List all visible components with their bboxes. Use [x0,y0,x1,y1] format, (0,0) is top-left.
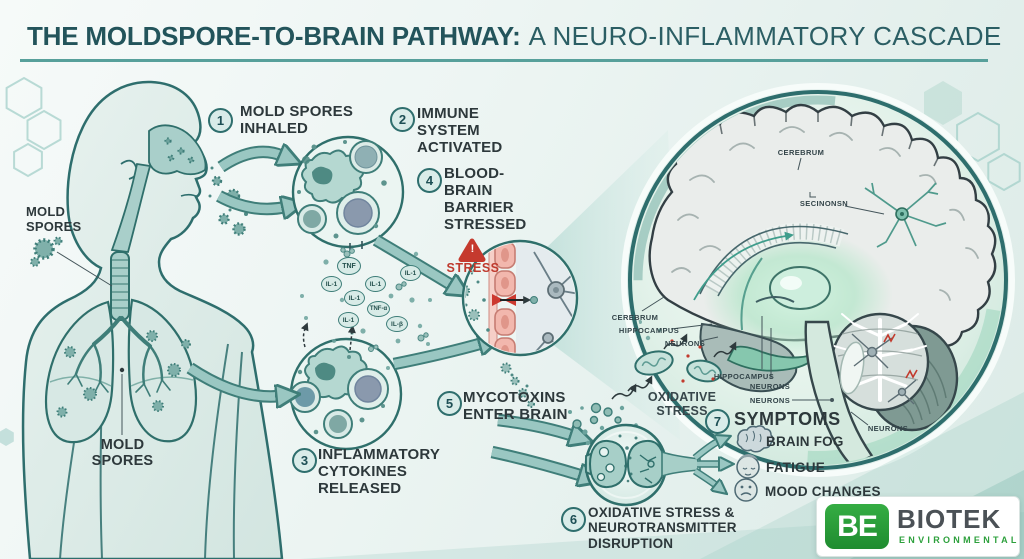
cytokine-bubble: IL-1 [321,276,342,292]
step-number: 7 [713,414,722,429]
oxidative-stress-label: OXIDATIVE STRESS [647,390,717,419]
cytokine-bubble: IL-1 [365,276,386,292]
brain-label-cerebrum-left: CEREBRUM [611,313,659,322]
mold-spores-side-label: MOLD SPORES [26,204,82,234]
brain-label-neurons-mid: NEURONS [749,382,791,391]
mold-spores-lungs-label: MOLD SPORES [91,437,154,470]
page-title: THE MOLDSPORE-TO-BRAIN PATHWAY:A NEURO-I… [27,21,1002,52]
title-rest: A NEURO-INFLAMMATORY CASCADE [528,21,1002,51]
brain-label-lines [641,157,885,426]
logo-tagline: ENVIRONMENTAL [899,535,1020,545]
inhale-arrows [216,152,286,209]
step-number: 3 [300,453,309,468]
step-label-2: IMMUNE SYSTEM ACTIVATED [417,105,503,156]
spore-icon [56,330,191,418]
neuron-icon [864,182,947,248]
brain-label-neurons-brainstem: NEURONS [749,396,791,405]
postsynaptic-terminal [626,439,666,489]
biotek-logo: BE BIOTEK ENVIRONMENTAL [816,496,1020,557]
cytokine-bubble: IL-β [386,316,408,332]
step-marker-5: 5 [437,391,462,416]
step-number: 6 [569,512,578,527]
brain-label-neurons-top: SECINONSN [799,199,849,208]
brain-label-cerebrum-top: CEREBRUM [777,148,825,157]
step-marker-4: 4 [417,168,442,193]
brain-label-hippocampus-mid: HIPPOCAMPUS [713,372,775,381]
brain-label-neurons-right: NEURONS [867,424,909,433]
spore-icon [30,236,63,267]
title-underline [20,59,988,62]
mitochondria-icon [634,333,737,383]
hexagon-decoration [0,76,1021,446]
brain-icon [736,425,774,453]
step-label-6: OXIDATIVE STRESS & NEUROTRANSMITTER DISR… [588,505,737,551]
step-number: 2 [398,112,407,127]
sad-face-icon [734,478,758,502]
brain-label-hippocampus-left: HIPPOCAMPUS [618,326,680,335]
mycotoxin-trail [500,362,535,408]
symptom-arrows [692,441,721,486]
mold-fragment [340,247,429,352]
cytokine-bubble: TNF-α [367,301,390,317]
cascade-arrows [186,234,583,476]
brain-label-neurons-left: NEURONS [664,339,706,348]
symptom-mood-changes: MOOD CHANGES [765,484,881,499]
step-number: 5 [445,396,454,411]
stress-zap-marks [883,333,918,379]
fatigue-face-icon [736,454,760,479]
spore-icon [164,137,195,164]
cytokine-bubble: TNF [337,257,361,275]
step-label-5: MYCOTOXINS ENTER BRAIN [463,389,568,423]
warning-icon [458,238,486,262]
title-emphasis: THE MOLDSPORE-TO-BRAIN PATHWAY: [27,21,521,51]
warning-exclamation: ! [470,243,475,255]
logo-name: BIOTEK [897,504,1002,534]
step-marker-7: 7 [705,409,730,434]
symptom-brain-fog: BRAIN FOG [766,434,844,449]
step-marker-1: 1 [208,108,233,133]
step-label-7: SYMPTOMS [734,409,841,429]
airway [110,124,207,321]
synapse-circle [584,423,701,507]
human-silhouette [21,80,284,559]
brain-detail-circle [621,83,1015,477]
neuron-icon [851,333,917,405]
blood-brain-barrier-circle [458,238,579,357]
step-marker-3: 3 [292,448,317,473]
step-label-3: INFLAMMATORY CYTOKINES RELEASED [318,446,440,497]
step-number: 1 [216,113,225,128]
stress-label: STRESS [446,261,500,275]
step-marker-2: 2 [390,107,415,132]
cytokine-dots [300,251,432,370]
lungs [44,298,198,444]
symptom-fatigue: FATIGUE [766,460,825,475]
cytokine-bubble: IL-1 [400,265,421,281]
cytokine-bubble: IL-1 [344,290,365,306]
immune-cells-circle-upper [291,135,405,251]
step-marker-6: 6 [561,507,586,532]
step-number: 4 [425,173,434,188]
immune-cells-circle-lower [289,337,403,451]
neural-flow-arrow [693,231,794,301]
thalamus [769,266,831,310]
cytokine-bubble: IL-1 [338,312,359,328]
step-label-1: MOLD SPORES INHALED [240,103,354,137]
step-label-4: BLOOD-BRAIN BARRIER STRESSED [444,165,527,233]
logo-monogram: BE [825,504,889,549]
